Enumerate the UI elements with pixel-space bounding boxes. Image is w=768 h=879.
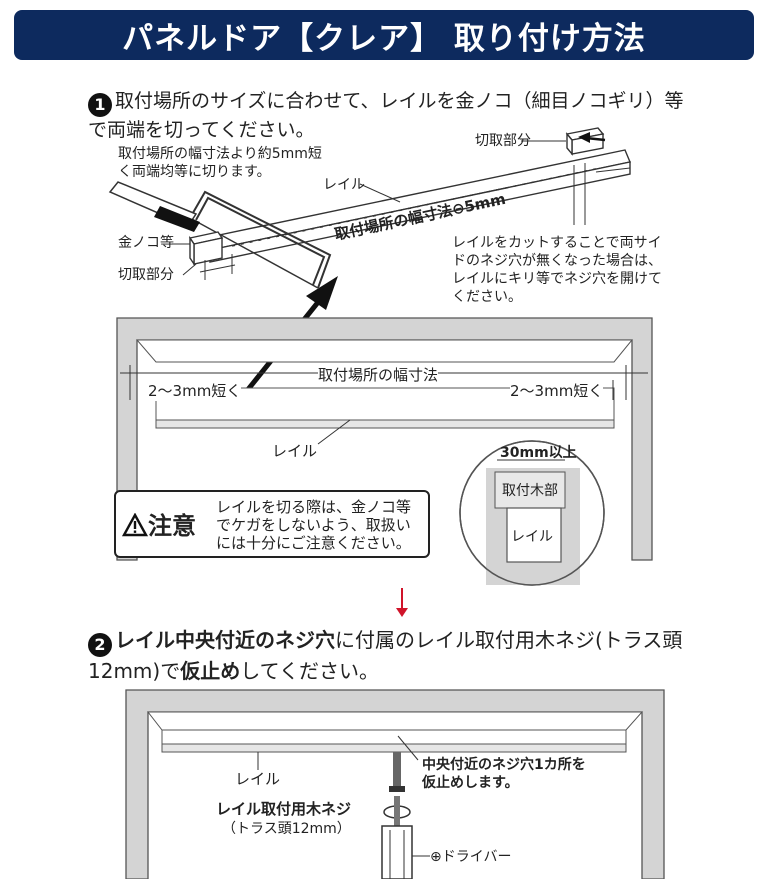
cut-part-label-left: 切取部分 bbox=[118, 267, 174, 283]
rail-label-step2: レイル bbox=[235, 770, 281, 788]
step1-number: 1 bbox=[88, 92, 112, 117]
detail-circle bbox=[459, 440, 605, 586]
step2-number: 2 bbox=[88, 632, 112, 657]
screw-label: レイル取付用木ネジ bbox=[216, 800, 352, 818]
screw-sub: （トラス頭12mm） bbox=[222, 821, 351, 837]
hacksaw bbox=[189, 190, 332, 289]
caution-text: レイルを切る際は、金ノコ等でケガをしないよう、取扱いには十分にご注意ください。 bbox=[216, 498, 412, 552]
center-note-line2: 仮止めします。 bbox=[422, 775, 519, 791]
page-title: パネルドア【クレア】 取り付け方法 bbox=[122, 20, 646, 57]
detail-wood: 取付木部 bbox=[502, 483, 558, 499]
caution-box: 注意 レイルを切る際は、金ノコ等でケガをしないよう、取扱いには十分にご注意くださ… bbox=[114, 490, 430, 558]
title-banner: パネルドア【クレア】 取り付け方法 bbox=[14, 10, 754, 60]
leader-lines bbox=[172, 140, 566, 276]
short-right: 2〜3mm短く bbox=[510, 380, 604, 401]
driver-label: ⊕ドライバー bbox=[430, 849, 512, 865]
caution-heading: 注意 bbox=[122, 506, 196, 541]
dimension-right bbox=[573, 163, 631, 225]
screw-and-driver bbox=[381, 752, 430, 879]
screw-hole-note: レイルをカットすることで両サイドのネジ穴が無くなった場合は、レイルにキリ等でネジ… bbox=[452, 235, 662, 305]
cut-part-left bbox=[188, 231, 224, 267]
detail-width: 30mm以上 bbox=[500, 445, 577, 461]
saw-handle bbox=[108, 181, 200, 232]
saw-label: 金ノコ等 bbox=[118, 235, 174, 251]
opening-width-label: 取付場所の幅寸法 bbox=[318, 364, 439, 385]
short-left: 2〜3mm短く bbox=[148, 380, 242, 401]
dimension-left bbox=[199, 254, 236, 280]
center-note-line1: 中央付近のネジ穴1カ所を bbox=[422, 757, 586, 773]
detail-rail: レイル bbox=[511, 529, 553, 545]
rail-label-bottom: レイル bbox=[272, 442, 318, 460]
door-frame-2 bbox=[125, 689, 665, 879]
cut-note: 取付場所の幅寸法より約5mm短く両端均等に切ります。 bbox=[118, 146, 322, 180]
cut-part-label: 切取部分 bbox=[475, 133, 531, 149]
rail-label: レイル bbox=[323, 177, 365, 193]
warning-icon bbox=[122, 513, 148, 537]
red-down-arrow bbox=[396, 588, 408, 617]
